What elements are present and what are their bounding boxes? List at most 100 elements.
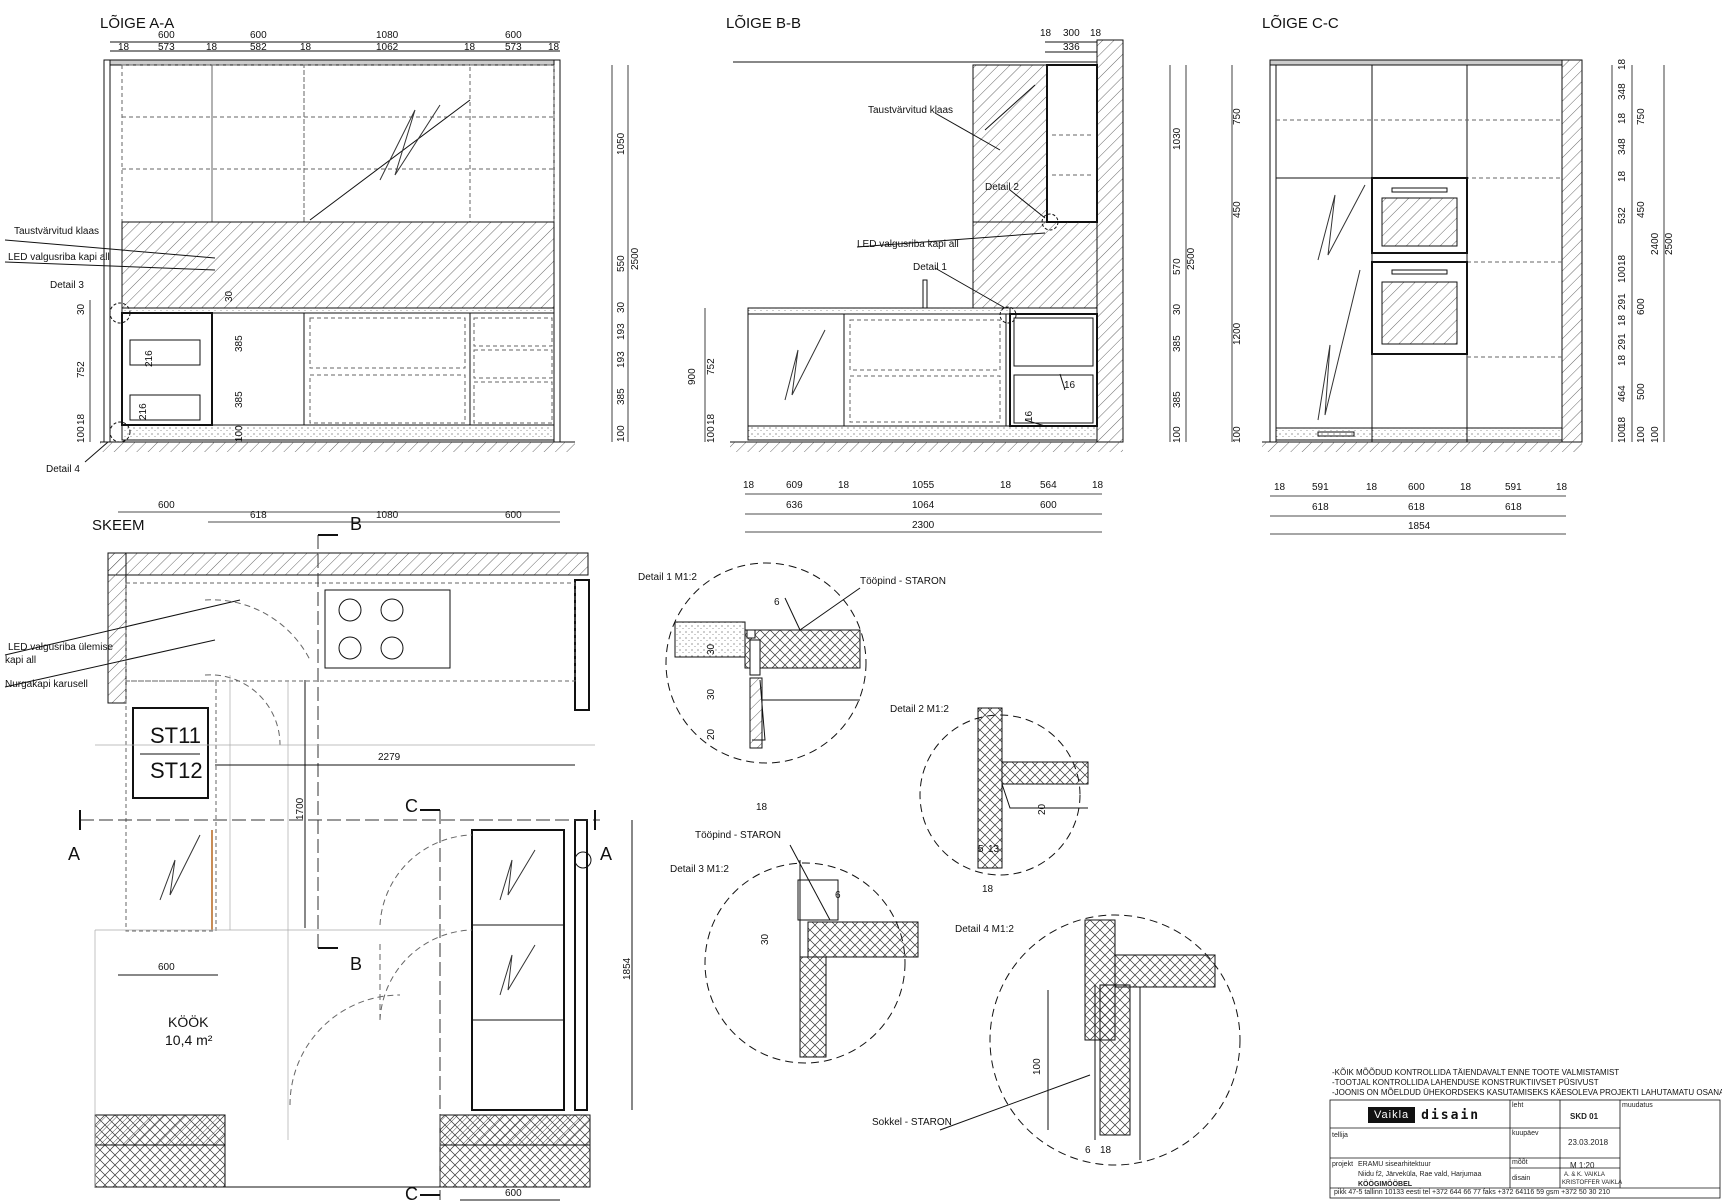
bb-left-752: 752	[706, 358, 717, 375]
company-address: pikk 47-5 tallinn 10133 eesti tel +372 6…	[1334, 1189, 1610, 1196]
cc-b1-600: 600	[1408, 482, 1425, 493]
aa-right-dim-1050: 1050	[616, 132, 627, 155]
aa-top-dim-1: 600	[158, 30, 175, 41]
bb-bot1-564: 564	[1040, 480, 1057, 491]
d4-plinth-label: Sokkel - STARON	[872, 1117, 952, 1128]
bb-bot2-600: 600	[1040, 500, 1057, 511]
projekt-value-2: Niidu f2, Järveküla, Rae vald, Harjumaa	[1358, 1171, 1482, 1178]
bb-right-385a: 385	[1172, 335, 1183, 352]
st11-label: ST11	[150, 723, 201, 748]
bb-bot1-18a: 18	[743, 480, 755, 491]
disain-value-2: KRISTOFFER VAIKLA	[1562, 1180, 1623, 1186]
plan-top-600b: 600	[505, 510, 522, 521]
aa-inside-dim-216a: 216	[144, 350, 155, 367]
bb-bot1-18b: 18	[838, 480, 850, 491]
tellija-label: tellija	[1332, 1132, 1348, 1139]
d1-dim-30b: 30	[706, 688, 717, 700]
room-area: 10,4 m²	[165, 1032, 213, 1048]
cc-r-18a: 18	[1617, 58, 1628, 70]
aa-top-dim-2: 600	[250, 30, 267, 41]
cc-r2-750: 750	[1636, 108, 1647, 125]
aa-right-dim-2500: 2500	[630, 247, 641, 270]
projekt-label: projekt	[1332, 1161, 1354, 1168]
cc-r-18g: 18	[1617, 416, 1628, 428]
aa-left-dim-100: 100	[76, 426, 87, 443]
bb-right-385b: 385	[1172, 391, 1183, 408]
cc-b2-618c: 618	[1505, 502, 1522, 513]
bb-right-2500: 2500	[1186, 247, 1197, 270]
aa-inside-dim-385a: 385	[234, 335, 245, 352]
bb-inside-dim-16b: 16	[1024, 410, 1035, 422]
bb-inside-dim-16a: 16	[1064, 380, 1076, 391]
detail-2-labels: 20 5 13 18	[978, 803, 1048, 895]
title-block: Vaikla disain tellija projekt ERAMU sise…	[1330, 1100, 1720, 1200]
plan-dim-600a: 600	[158, 962, 175, 973]
aa-inner-dim-9: 18	[548, 42, 560, 53]
section-bb-labels: Taustvärvitud klaas Detail 2 LED valgusr…	[687, 28, 1197, 533]
aa-right-dims: 1050 550 30 193 193 385 100 2500 30 752 …	[76, 132, 641, 443]
aa-right-dim-385: 385	[616, 388, 627, 405]
section-cc: LÕIGE C-C	[1262, 15, 1583, 452]
projekt-value-1: ERAMU sisearhitektuur	[1358, 1161, 1431, 1168]
bb-right-100: 100	[1172, 426, 1183, 443]
cc-total-1854: 1854	[1408, 521, 1431, 532]
bb-top-dim-336: 336	[1063, 42, 1080, 53]
detail-1: Detail 1 M1:2	[638, 562, 867, 764]
cc-r-464: 464	[1617, 385, 1628, 402]
detail4-label: Detail 4	[46, 464, 80, 475]
cc-r-100a: 100	[1617, 266, 1628, 283]
cc-left-100: 100	[1232, 426, 1243, 443]
aa-right-dim-30: 30	[616, 301, 627, 313]
d3-dim-30: 30	[760, 933, 771, 945]
kuupaev-label: kuupäev	[1512, 1130, 1539, 1137]
cc-b1-591b: 591	[1505, 482, 1522, 493]
led-under-label: LED valgusriba kapi all	[8, 252, 110, 263]
cc-r-348a: 348	[1617, 83, 1628, 100]
bb-right-570: 570	[1172, 258, 1183, 275]
bb-left-100: 100	[706, 426, 717, 443]
aa-inside-dim-385b: 385	[234, 391, 245, 408]
cc-b2-618b: 618	[1408, 502, 1425, 513]
plan-view: SKEEM	[4, 517, 633, 1201]
aa-left-dim-30: 30	[76, 303, 87, 315]
company-logo: Vaikla disain	[1368, 1106, 1480, 1124]
bb-top-dim-18b: 18	[1090, 28, 1102, 39]
cc-r-100b: 100	[1617, 426, 1628, 443]
section-aa-title: LÕIGE A-A	[100, 15, 174, 32]
cc-b1-18d: 18	[1556, 482, 1568, 493]
d3-dim-6: 6	[835, 890, 841, 901]
disain-value-1: A. & K. VAIKLA	[1564, 1172, 1605, 1178]
bb-bot2-636: 636	[786, 500, 803, 511]
section-cc-labels: 750 450 1200 100 18 348 18 348 18 532 18…	[1231, 58, 1675, 535]
detail-3-labels: 6 30	[760, 890, 841, 945]
cc-r3-2400: 2400	[1650, 232, 1661, 255]
mootkava-value: M 1:20	[1570, 1161, 1595, 1170]
bb-top-dim-300: 300	[1063, 28, 1080, 39]
aa-right-dim-193a: 193	[616, 323, 627, 340]
plan-dim-1700: 1700	[295, 797, 306, 820]
plan-dim-2279: 2279	[378, 752, 401, 763]
general-notes: -KÕIK MÕÕDUD KONTROLLIDA TÄIENDAVALT ENN…	[1332, 1068, 1722, 1097]
cc-r-18d: 18	[1617, 254, 1628, 266]
carousel-label: Nurgakapi karusell	[5, 679, 88, 690]
d2-dim-18: 18	[982, 884, 994, 895]
d1-dim-30a: 30	[706, 643, 717, 655]
bb-detail1-label: Detail 1	[913, 262, 947, 273]
cut-a-right: A	[600, 844, 612, 864]
muudatus-label: muudatus	[1622, 1102, 1653, 1109]
cc-b1-591a: 591	[1312, 482, 1329, 493]
detail-2: Detail 2 M1:2	[890, 704, 1089, 876]
section-bb: LÕIGE B-B	[726, 15, 1124, 452]
section-cc-title: LÕIGE C-C	[1262, 15, 1339, 32]
cc-left-750: 750	[1232, 108, 1243, 125]
drawing-name: KÖÖGIMÖÖBEL	[1358, 1181, 1413, 1188]
cut-a-left: A	[68, 844, 80, 864]
bb-total-2300: 2300	[912, 520, 935, 531]
section-bb-title: LÕIGE B-B	[726, 15, 801, 32]
aa-inner-dim-2: 573	[158, 42, 175, 53]
leht-label: leht	[1512, 1102, 1524, 1109]
glass-label: Taustvärvitud klaas	[14, 226, 99, 237]
aa-right-dim-550: 550	[616, 255, 627, 272]
plan-title: SKEEM	[92, 517, 145, 534]
d1-worktop-label: Tööpind - STARON	[860, 576, 946, 587]
